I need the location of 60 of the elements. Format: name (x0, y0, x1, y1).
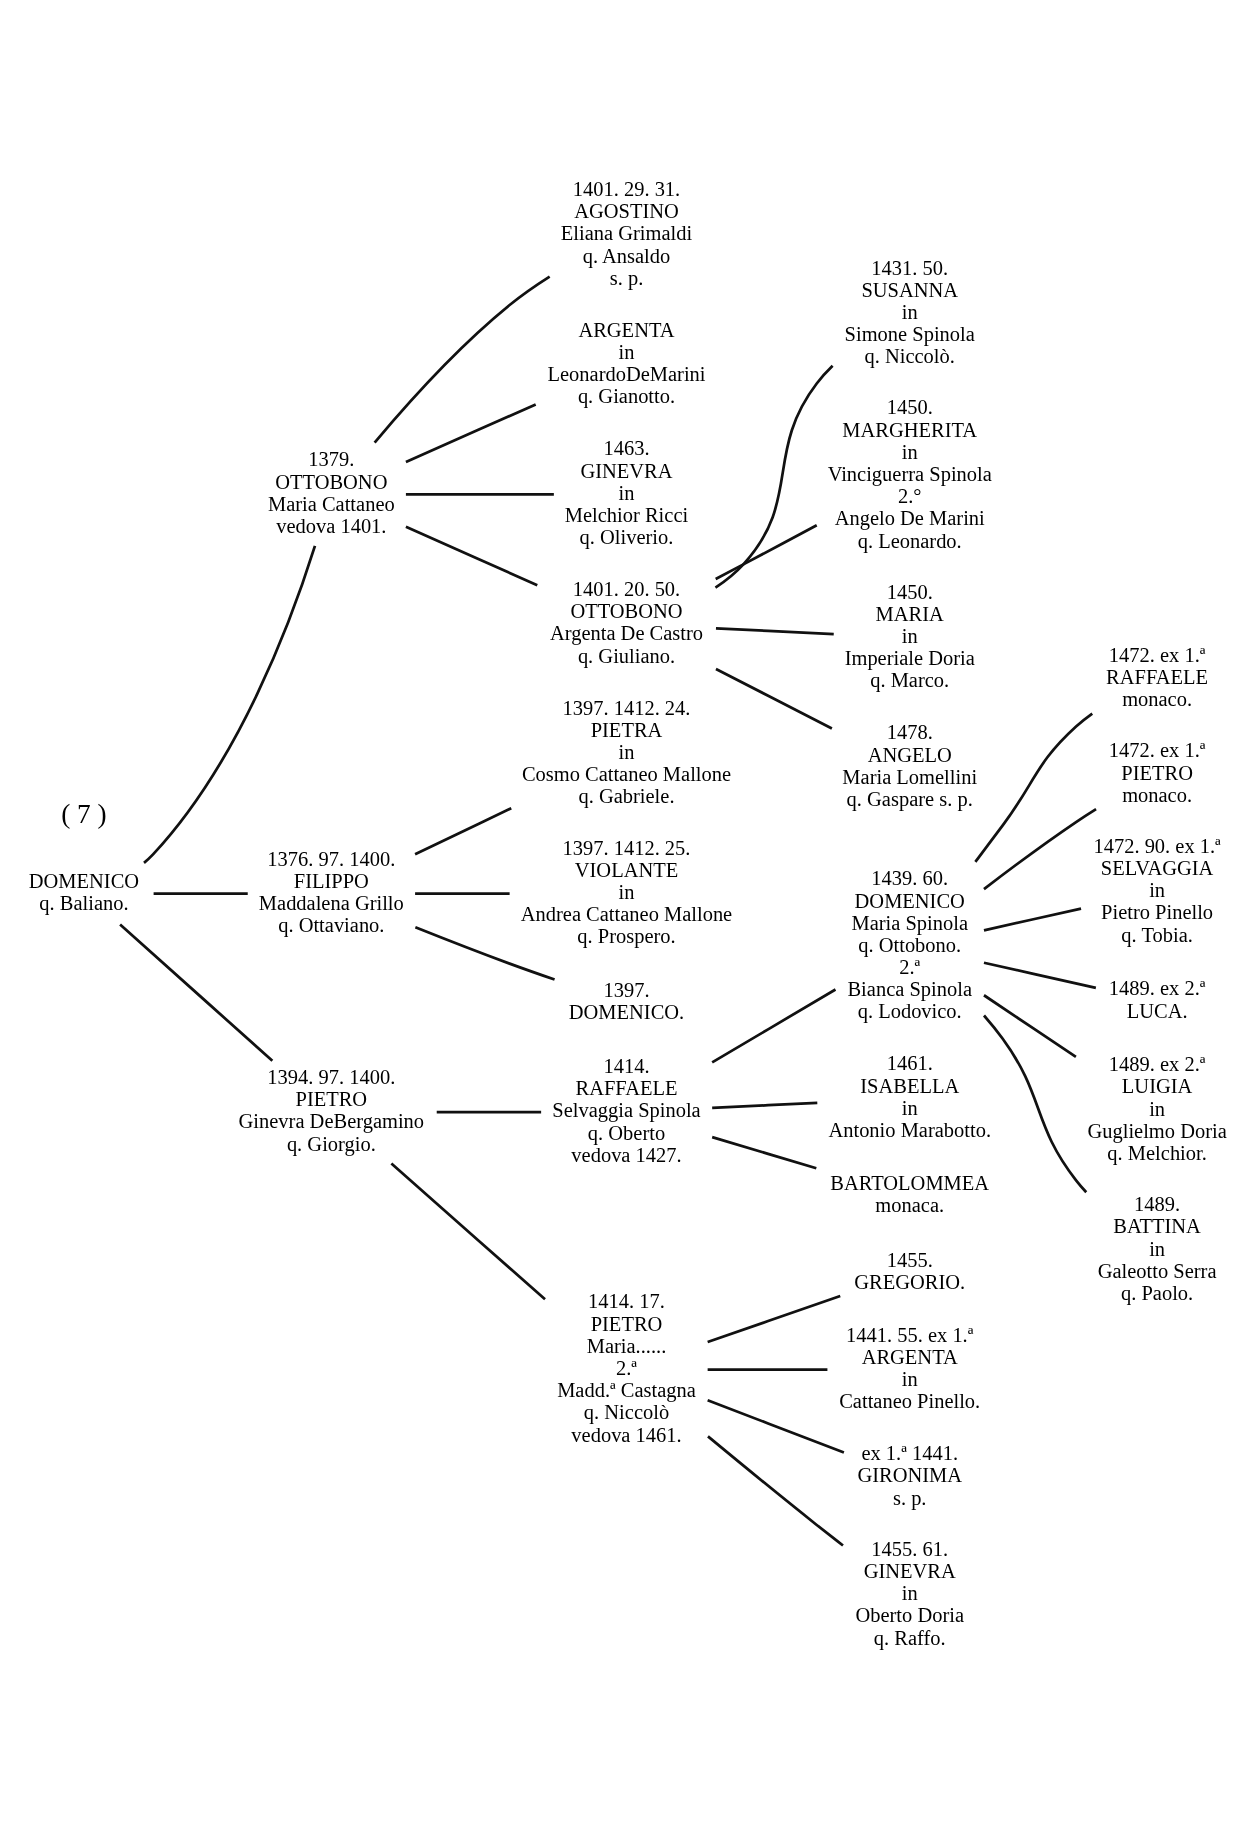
connector (712, 1100, 818, 1109)
label: ( 7 ) (61, 798, 107, 829)
connector (405, 402, 537, 463)
node-text: 1394. 97. 1400. PIETRO Ginevra DeBergamino q. Giorgio. (238, 1065, 425, 1155)
node-text: 1472. 90. ex 1.ª SELVAGGIA in Pietro Pinello q. Tobia. (1093, 834, 1221, 946)
connector (373, 275, 551, 443)
connector (414, 925, 555, 981)
node-text: 1463. GINEVRA in Melchior Ricci q. Oliverio. (564, 436, 689, 548)
connector (714, 364, 834, 589)
node-text: 1472. ex 1.ª RAFFAELE monaco. (1106, 643, 1209, 710)
connector (436, 1110, 542, 1113)
node-text: 1461. ISABELLA in Antonio Marabotto. (828, 1051, 992, 1141)
node-text: 1450. MARGHERITA in Vinciguerra Spinola 2.° Angelo De Marini q. Leonardo. (827, 395, 992, 551)
connector (711, 1135, 817, 1170)
connector (983, 993, 1077, 1058)
node-text: 1472. ex 1.ª PIETRO monaco. (1108, 738, 1206, 806)
connector (707, 1434, 844, 1547)
node-text: 1376. 97. 1400. FILIPPO Maddalena Grillo q. Ottaviano. (258, 847, 404, 936)
node-text: 1401. 29. 31. AGOSTINO Eliana Grimaldi q. Ansaldo s. p. (560, 177, 693, 289)
node-text: 1489. ex 2.ª LUIGIA in Guglielmo Doria q. Melchior. (1087, 1052, 1227, 1164)
node-text: 1397. DOMENICO. (568, 978, 685, 1023)
connector (715, 626, 834, 635)
connector (715, 523, 818, 580)
node-text: 1450. MARIA in Imperiale Doria q. Marco. (844, 580, 975, 691)
connector (405, 525, 538, 586)
node-text: BARTOLOMMEA monaca. (830, 1171, 990, 1216)
node-text: 1455. GREGORIO. (854, 1248, 966, 1293)
connector (715, 667, 833, 730)
node-text: 1489. BATTINA in Galeotto Serra q. Paolo. (1097, 1192, 1217, 1304)
connector (414, 806, 512, 856)
connector (983, 807, 1097, 890)
connector (143, 545, 317, 864)
node-text: 1441. 55. ex 1.ª ARGENTA in Cattaneo Pinello. (839, 1323, 981, 1412)
node-text: 1379. OTTOBONO Maria Cattaneo vedova 1401. (267, 447, 395, 537)
connector (153, 891, 248, 895)
node-text: 1397. 1412. 25. VIOLANTE in Andrea Cattaneo Mallone q. Prospero. (520, 836, 733, 947)
node-text: 1414. RAFFAELE Selvaggia Spinola q. Oberto vedova 1427. (552, 1054, 701, 1166)
node-text: 1414. 17. PIETRO Maria...... 2.ª Madd.ª Castagna q. Niccolò vedova 1461. (557, 1289, 696, 1446)
node-text: ARGENTA in LeonardoDeMarini q. Gianotto. (547, 318, 706, 407)
node-text: 1455. 61. GINEVRA in Oberto Doria q. Raffo. (855, 1537, 964, 1649)
connector (405, 492, 554, 496)
connector (983, 906, 1082, 932)
node-text: 1401. 20. 50. OTTOBONO Argenta De Castro q. Giuliano. (549, 577, 704, 667)
node-text: 1489. ex 2.ª LUCA. (1108, 976, 1206, 1022)
node-text: 1439. 60. DOMENICO Maria Spinola q. Ottobono. 2.ª Bianca Spinola q. Lodovico. (847, 866, 972, 1022)
connector (983, 960, 1097, 989)
connector (711, 987, 837, 1064)
node-text: DOMENICO q. Baliano. (28, 869, 140, 914)
connector (707, 1294, 841, 1343)
node-text: 1431. 50. SUSANNA in Simone Spinola q. Niccolò. (844, 256, 975, 367)
connector (707, 1367, 828, 1371)
node-text: 1397. 1412. 24. PIETRA in Cosmo Cattaneo Mallone q. Gabriele. (521, 696, 732, 807)
connector (707, 1398, 845, 1454)
connector (415, 891, 510, 895)
connector (119, 923, 274, 1062)
node-text: ex 1.ª 1441. GIRONIMA s. p. (857, 1441, 963, 1509)
connector (983, 1014, 1088, 1193)
connector (390, 1162, 546, 1300)
connector (974, 711, 1094, 863)
node-text: 1478. ANGELO Maria Lomellini q. Gaspare s. p. (842, 720, 978, 810)
